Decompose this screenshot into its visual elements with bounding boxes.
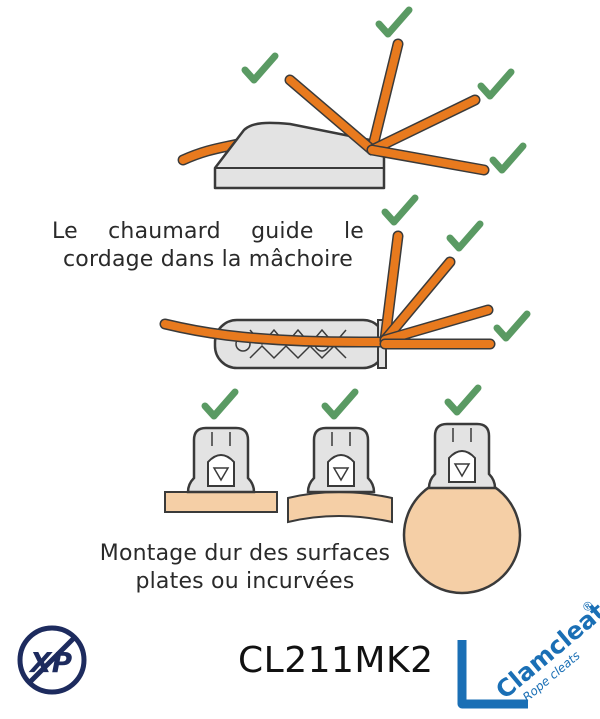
model-code: CL211MK2 — [238, 640, 434, 681]
caption-guide-line2: cordage dans la mâchoire — [62, 247, 353, 272]
check-icon — [481, 72, 511, 96]
cleat-end-view — [427, 422, 497, 490]
check-icon — [450, 224, 480, 248]
clamcleat-logo-icon: Clamcleat Rope cleats ® — [457, 597, 600, 709]
check-icon — [245, 56, 275, 80]
check-icon — [385, 198, 415, 222]
svg-text:XP: XP — [28, 646, 73, 679]
caption-mount-line2: plates ou incurvées — [135, 569, 355, 594]
check-icon — [325, 392, 355, 416]
caption-guide: Le chaumard guide le cordage dans la mâc… — [52, 218, 364, 274]
caption-mount: Montage dur des surfaces plates ou incur… — [90, 540, 400, 596]
check-icon — [379, 10, 409, 34]
cleat-end-view — [306, 426, 376, 494]
check-icon — [448, 388, 478, 412]
mounting-diagrams — [164, 388, 522, 595]
check-icon — [497, 314, 527, 338]
check-icon — [493, 146, 523, 170]
caption-guide-line1: Le chaumard guide le — [52, 219, 364, 244]
top-view-cleat-diagram — [159, 198, 527, 370]
xp-logo-icon: XP — [17, 625, 87, 695]
check-icon — [205, 392, 235, 416]
caption-mount-line1: Montage dur des surfaces — [99, 541, 391, 566]
side-view-cleat-diagram — [177, 10, 523, 190]
cleat-end-view — [186, 426, 256, 494]
